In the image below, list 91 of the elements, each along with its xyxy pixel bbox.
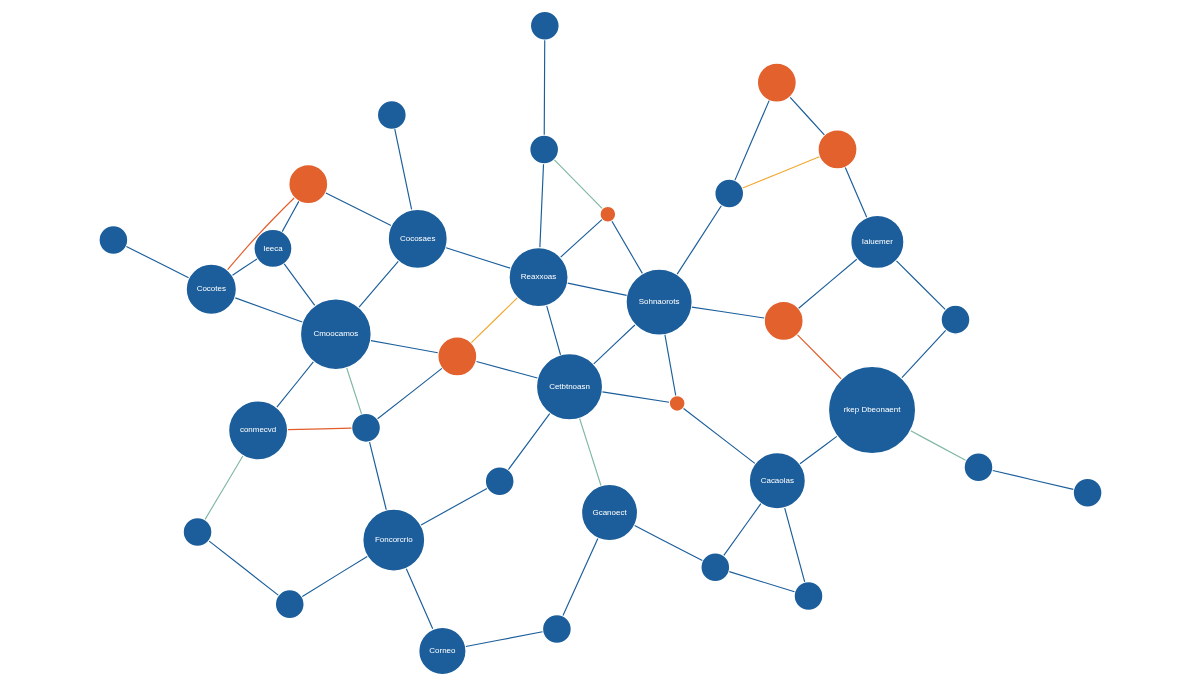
connector [226,197,295,271]
connector [545,305,561,356]
node-circle [181,516,213,548]
connector [368,441,387,511]
node-circle [1071,477,1103,508]
connector [633,524,703,562]
connector [553,159,603,209]
node-circle [962,451,994,483]
connector [543,39,545,136]
connector [783,507,805,583]
node-circle [699,552,731,583]
node-circle [274,588,305,620]
node-circle [541,613,572,645]
connector [275,361,314,408]
connector [797,258,857,309]
connector [445,247,511,269]
node-circle: conmecvd [227,400,288,461]
node-circle [598,205,617,223]
node-circle: Gcanoect [580,483,638,542]
node-person [756,62,797,103]
connector [909,430,966,461]
node-circle [713,178,744,209]
node-circle [528,134,559,165]
connector [204,455,243,520]
connector [420,487,488,526]
connector [663,334,676,397]
connector [125,245,189,279]
connector [991,469,1074,490]
connector [208,540,279,596]
connector [733,100,770,181]
node-circle: Cetbtnoasn [535,352,603,421]
node-circle [792,580,824,612]
connector [345,367,362,415]
connector [234,297,303,323]
connector [281,200,299,233]
connector [376,367,442,420]
node-person [436,336,478,377]
node-circle: Cmoocamos [299,297,372,371]
node-circle: Cacaolas [747,451,806,510]
node-person [816,129,858,170]
node-person [762,300,804,342]
connector [690,306,765,319]
connector [301,555,368,597]
connector [559,219,602,258]
connector [900,329,946,379]
connector [566,282,627,296]
connector [798,435,837,465]
connector [369,340,438,354]
connector [507,413,550,471]
connector [538,163,544,248]
node-circle: Reaxxoas [507,246,569,308]
connector [601,391,670,403]
node-circle [376,99,407,131]
node-circle [667,394,686,413]
node-circle: rkep Dbeonaent [827,365,916,455]
connector [796,334,842,380]
node-circle: Ieeca [252,228,293,269]
connector [358,260,399,308]
node-circle [939,304,971,335]
connector [789,96,825,136]
connector [592,324,635,365]
connector [610,220,643,274]
connector [393,128,412,211]
node-circle: Foncorcrio [361,508,426,572]
connector [676,205,722,275]
node-circle: Cocosaes [386,208,448,270]
node-circle: Cocotes [184,263,237,316]
node-circle: Sohnaorots [624,268,693,336]
node-circle: Iaiuemer [849,214,905,270]
connector [470,297,518,344]
connector [741,156,820,189]
connector [231,258,258,276]
connector [324,192,392,227]
node-circle [97,224,129,256]
connector [561,537,598,617]
connector [283,263,315,306]
connector [722,503,761,556]
node-circle [350,412,381,444]
connector [728,571,795,593]
connector [286,427,352,431]
connector [682,407,755,464]
connector [464,631,543,648]
connector [475,360,538,379]
connector [578,417,602,487]
node-circle [529,10,560,41]
connector [405,568,433,630]
node-circle [483,466,515,497]
connector [844,166,867,218]
node-circle: Corneo [417,626,467,676]
connector [895,260,946,310]
node-person [287,163,329,205]
